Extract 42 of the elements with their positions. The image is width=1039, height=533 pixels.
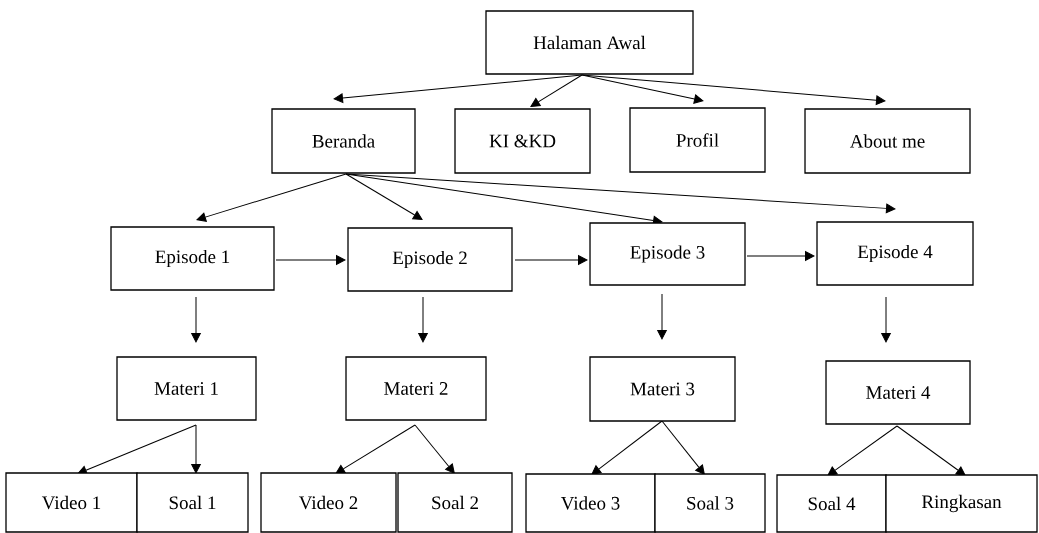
arrow (275, 255, 346, 265)
box: KI &KD (454, 108, 591, 174)
box: Beranda (271, 108, 416, 174)
arrow (530, 74, 583, 107)
arrow (827, 425, 898, 476)
box: Soal 1 (136, 472, 249, 533)
box: Materi 4 (825, 360, 971, 425)
arrow (657, 293, 667, 340)
box: Episode 2 (347, 227, 513, 292)
box: Profil (629, 107, 766, 173)
arrow (514, 255, 588, 265)
arrow (191, 424, 201, 474)
box: Materi 1 (116, 356, 257, 421)
arrow (196, 173, 347, 222)
arrow (418, 296, 428, 343)
box: Materi 2 (345, 356, 487, 421)
arrow (335, 424, 416, 474)
box: Episode 1 (110, 226, 275, 291)
arrow (746, 251, 815, 261)
arrow (345, 173, 896, 214)
arrow (414, 424, 455, 474)
box: Episode 3 (589, 222, 746, 286)
arrow (333, 74, 583, 103)
box: Video 3 (525, 473, 656, 533)
box: Episode 4 (816, 221, 974, 286)
arrow (191, 296, 201, 343)
arrow (591, 420, 663, 475)
box: Video 2 (260, 472, 397, 533)
box: Materi 3 (589, 356, 736, 422)
box: Soal 4 (776, 474, 887, 533)
box: Ringkasan (885, 474, 1038, 533)
arrow (896, 425, 966, 476)
box: Video 1 (5, 472, 138, 533)
box: Halaman Awal (485, 10, 694, 75)
arrow (77, 424, 197, 475)
arrow (345, 173, 423, 220)
box: Soal 2 (397, 472, 513, 533)
arrow (581, 74, 886, 105)
arrow (661, 420, 705, 475)
arrow (881, 296, 891, 343)
box: About me (804, 108, 971, 174)
box: Soal 3 (654, 473, 766, 533)
